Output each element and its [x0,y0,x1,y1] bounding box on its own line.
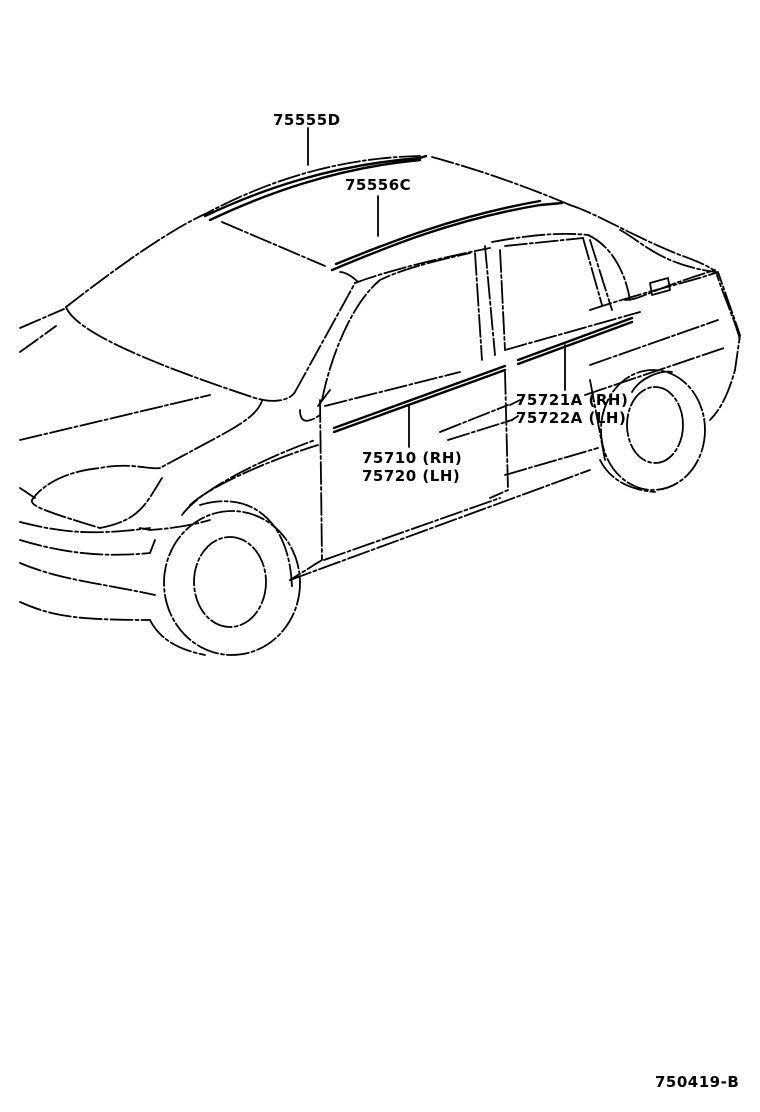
callout-rear-door-belt-moulding: 75721A (RH) 75722A (LH) [516,391,628,427]
roof-mouldings [203,154,564,272]
leader-lines [307,127,566,448]
part-number-75710-rh: 75710 (RH) [362,449,463,467]
hood-and-front [19,394,319,621]
rear-quarter [504,229,741,493]
roof-outline [19,155,717,353]
part-number-75555d: 75555D [273,111,341,129]
windshield [65,271,359,402]
part-number-75721a-rh: 75721A (RH) [516,391,629,409]
part-number-75556c: 75556C [345,176,412,194]
belt-mouldings [332,316,634,434]
front-wheel [149,500,301,656]
callout-front-door-belt-moulding: 75710 (RH) 75720 (LH) [362,449,462,485]
illustration-code: 750419-B [655,1073,740,1091]
doors [289,232,641,581]
part-number-75720-lh: 75720 (LH) [362,467,461,485]
part-number-75722a-lh: 75722A (LH) [516,409,627,427]
